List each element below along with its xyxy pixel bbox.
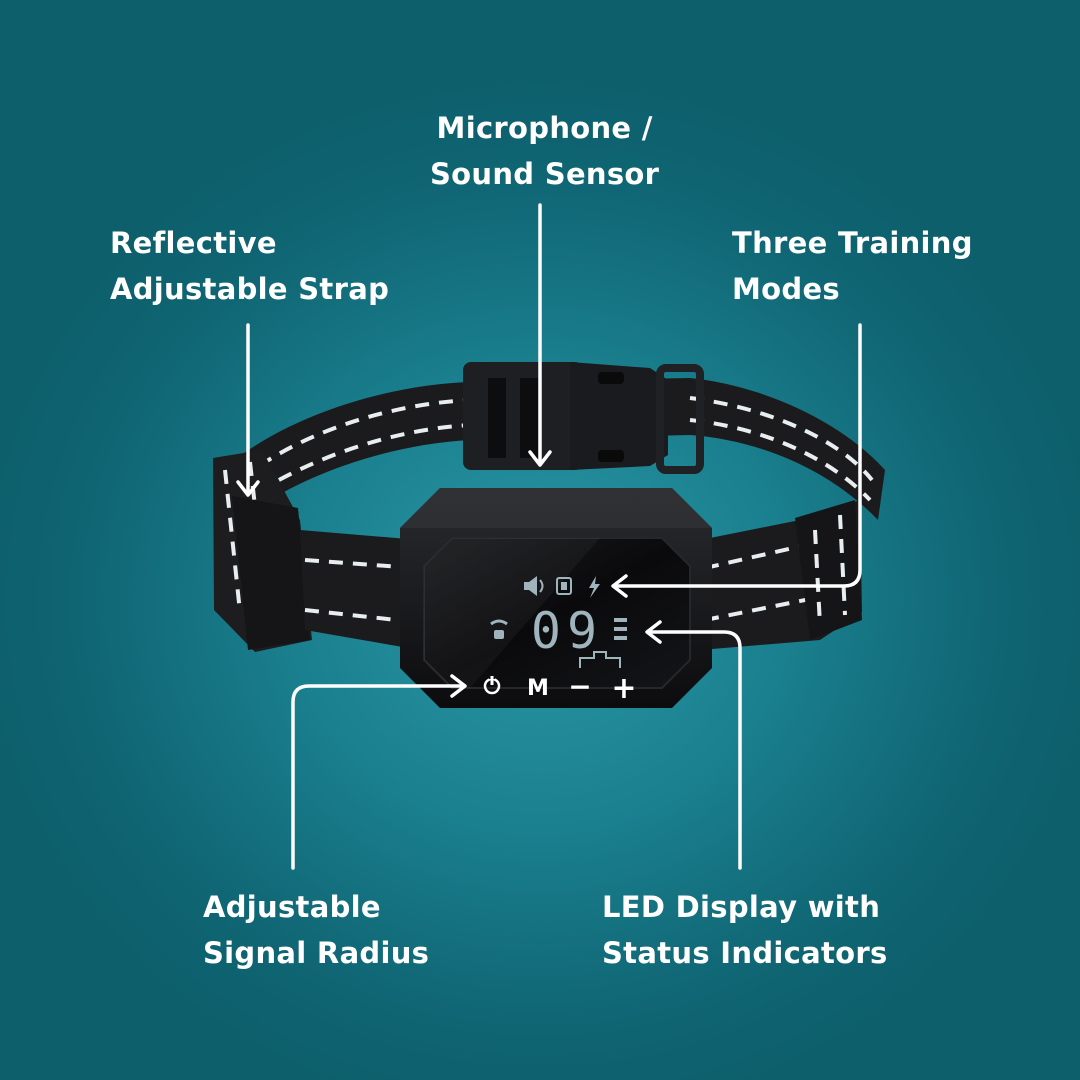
signal-icon xyxy=(490,619,508,639)
callout-modes-line1: Three Training xyxy=(732,226,973,260)
callout-led-line1: LED Display with xyxy=(602,890,881,924)
minus-button[interactable]: − xyxy=(568,670,591,703)
callout-radius: Adjustable Signal Radius xyxy=(203,884,429,976)
power-button[interactable] xyxy=(483,675,501,695)
callout-microphone-line1: Microphone / xyxy=(436,111,653,145)
strap-keeper-left xyxy=(232,496,310,650)
shock-icon xyxy=(589,576,600,598)
sound-icon xyxy=(524,576,544,596)
display-digits: 09 xyxy=(531,602,603,660)
level-bars-icon xyxy=(614,618,627,640)
plus-button[interactable]: + xyxy=(611,671,636,706)
callout-radius-line1: Adjustable xyxy=(203,890,381,924)
callout-led-line2: Status Indicators xyxy=(602,936,888,970)
callout-modes: Three Training Modes xyxy=(732,220,973,312)
callout-modes-line2: Modes xyxy=(732,272,840,306)
mode-button[interactable]: M xyxy=(527,676,549,701)
callout-led: LED Display with Status Indicators xyxy=(602,884,888,976)
callout-microphone: Microphone / Sound Sensor xyxy=(430,105,659,197)
callout-strap-line1: Reflective xyxy=(110,226,277,260)
callout-strap-line2: Adjustable Strap xyxy=(110,272,390,306)
callout-radius-line2: Signal Radius xyxy=(203,936,430,970)
callout-strap: Reflective Adjustable Strap xyxy=(110,220,389,312)
vibration-icon xyxy=(556,577,572,595)
callout-microphone-line2: Sound Sensor xyxy=(430,157,660,191)
radius-indicator-icon xyxy=(579,651,621,668)
